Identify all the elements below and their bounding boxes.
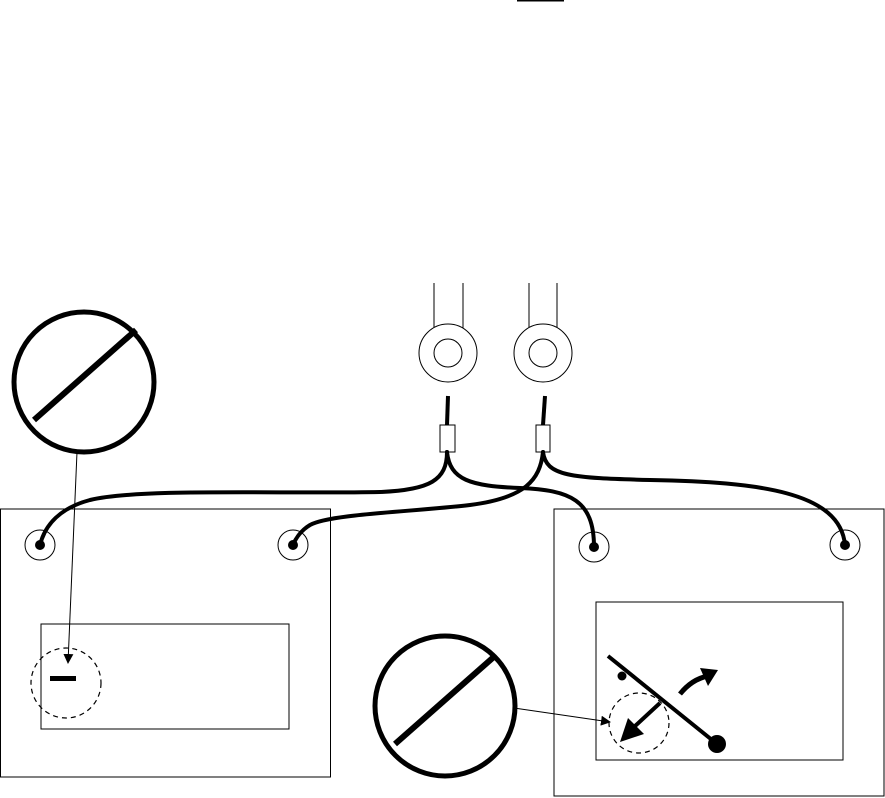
prohibited-sign-bottom-icon	[375, 636, 515, 776]
switch-symbol-icon	[608, 656, 726, 753]
lead-wire-left	[447, 396, 448, 425]
left-panel	[1, 509, 331, 777]
left-inner-box	[41, 624, 289, 729]
crimp-sleeve-left	[440, 425, 455, 452]
pointer-line-left	[68, 452, 77, 663]
lead-wire-right	[543, 396, 545, 425]
prohibited-sign-top-left-icon	[14, 312, 154, 452]
right-panel	[554, 509, 884, 796]
ring-terminal-left-icon	[419, 283, 477, 382]
ring-terminal-right-icon	[514, 283, 572, 382]
wire-harness	[40, 452, 845, 547]
crimp-sleeve-right	[536, 425, 550, 452]
